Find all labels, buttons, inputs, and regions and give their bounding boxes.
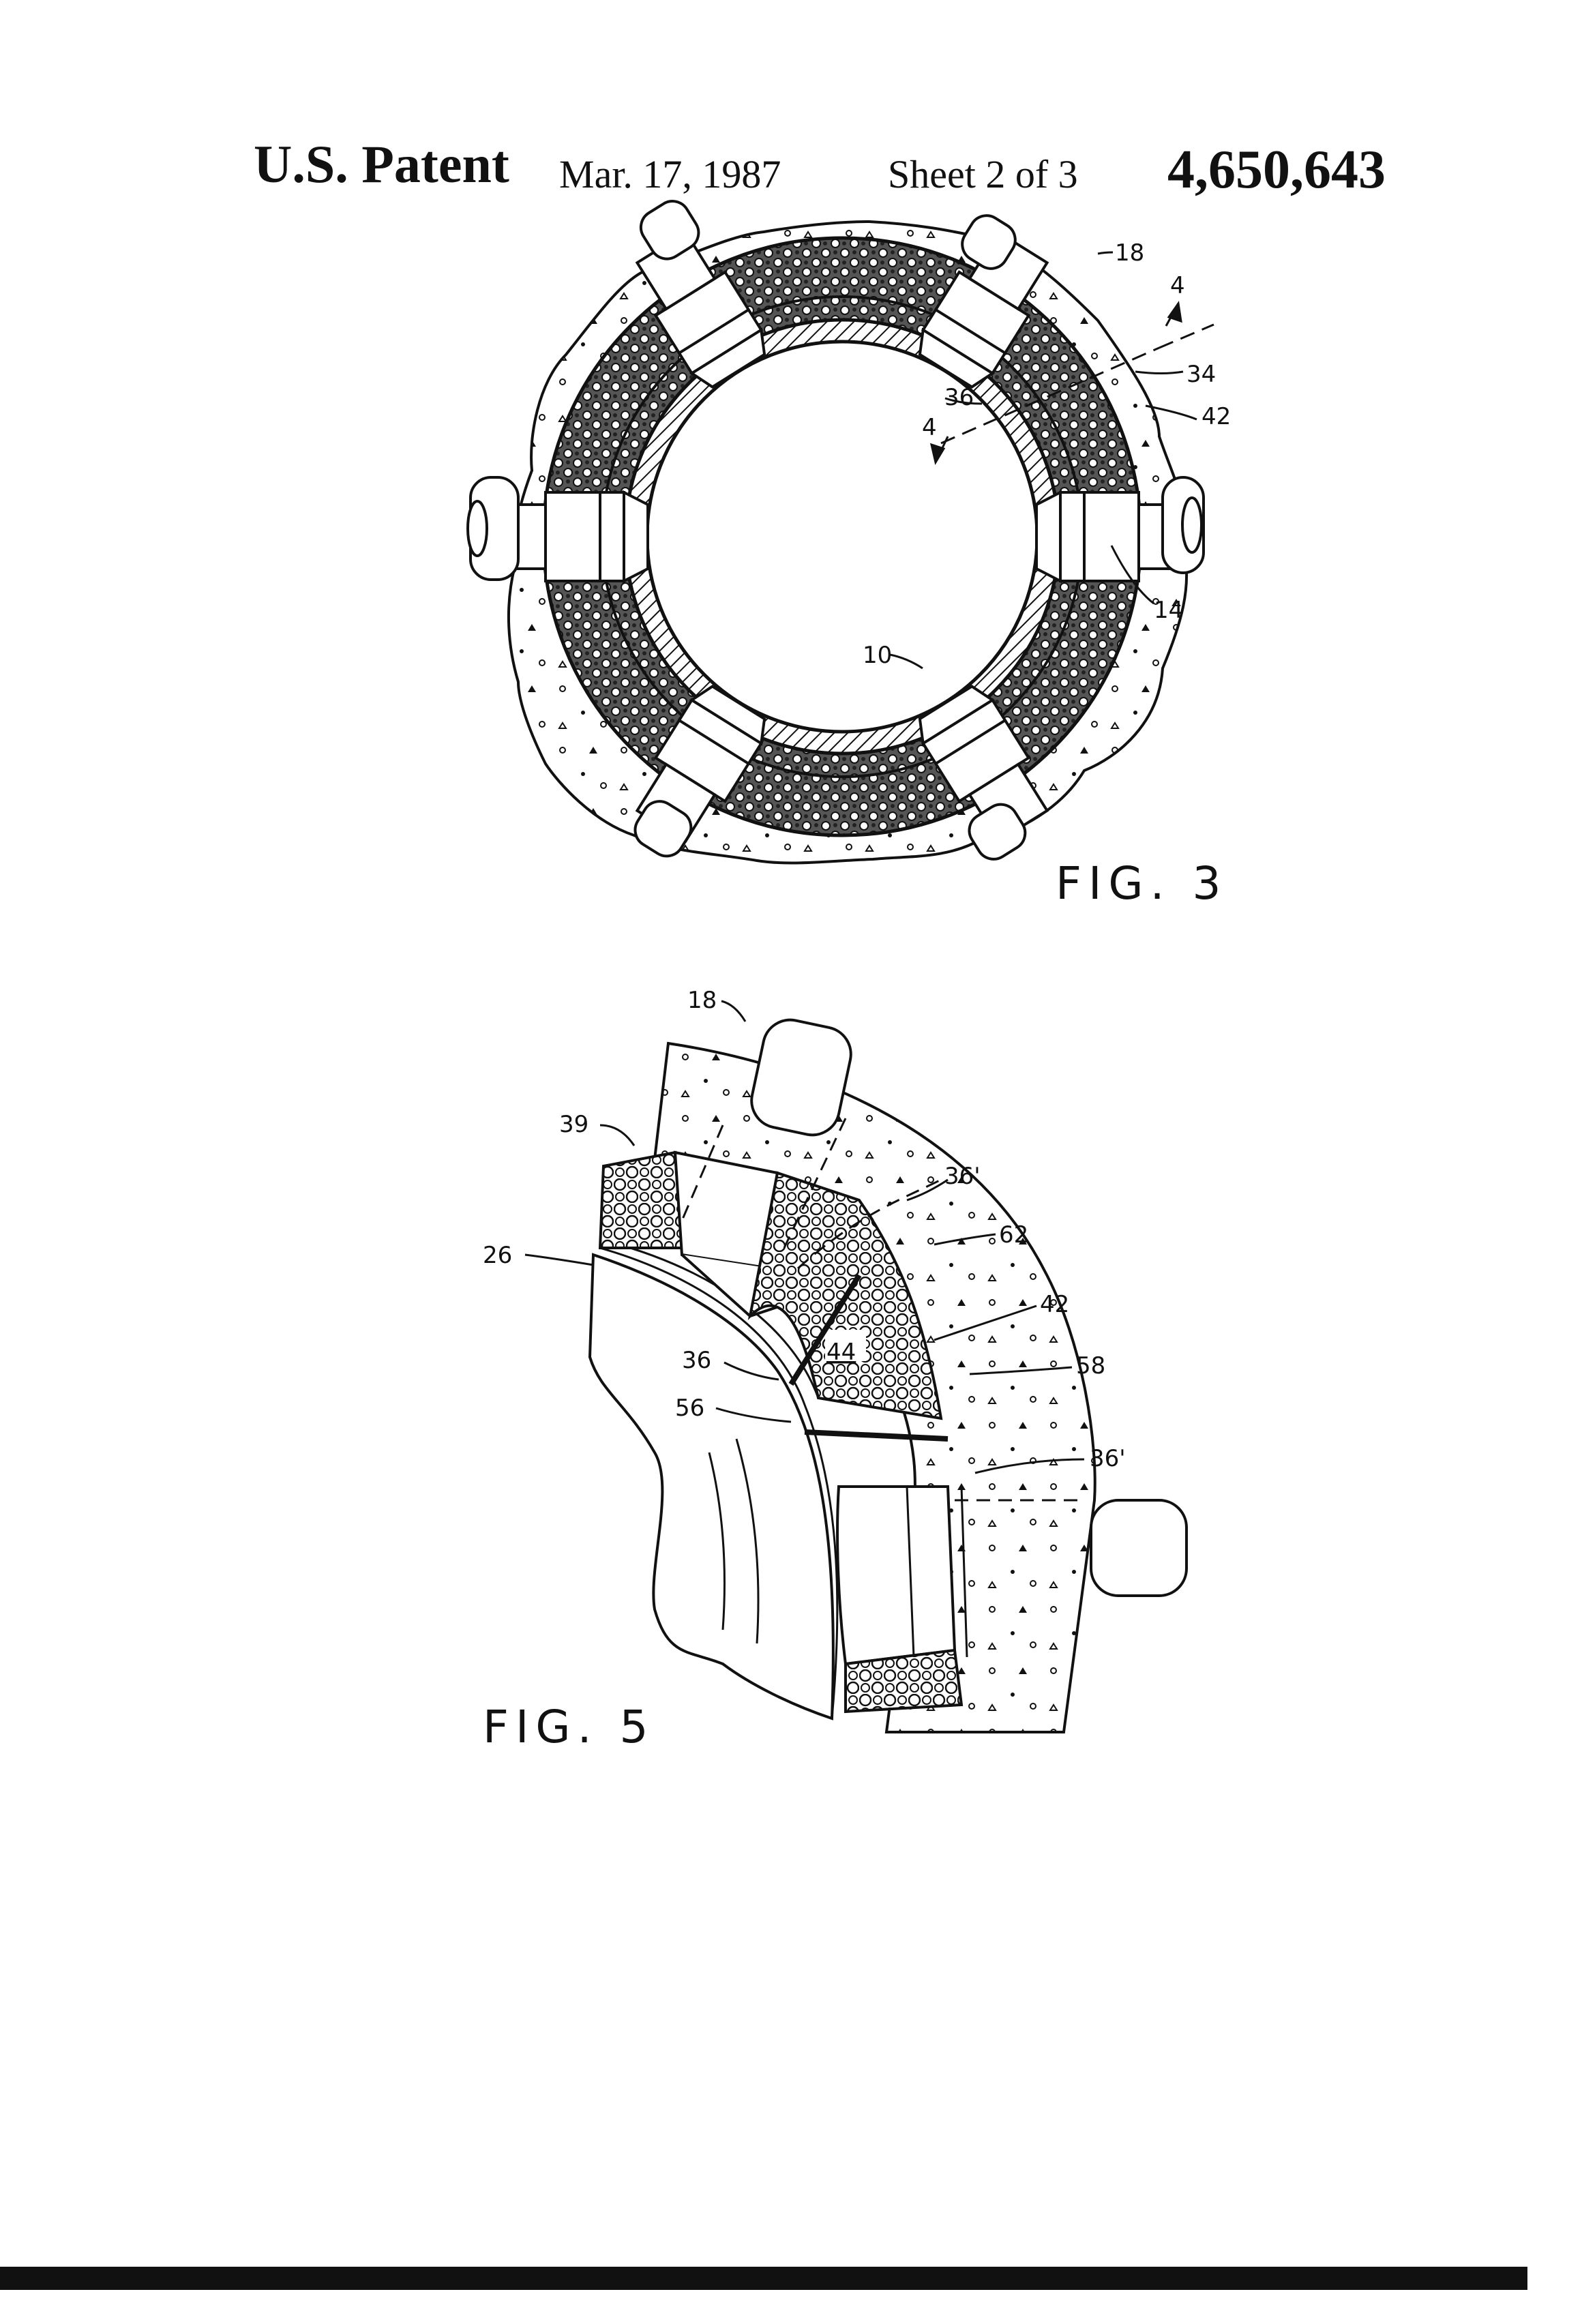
fig3-pipe-bore [647,342,1037,732]
fig5-label: 18 [687,987,717,1014]
fig5-drawing: 18 39 36' 62 26 42 44 36 58 56 36' FIG. … [483,987,1186,1753]
fig3-label: 4 [1170,272,1185,299]
fig5-label: 56 [675,1395,704,1422]
fig5-label: 36' [1090,1445,1126,1472]
fig3-label: 4 [922,414,937,441]
scan-bottom-edge [0,2267,1527,2290]
fig3-label: 18 [1115,239,1144,267]
fig5-label: 39 [559,1111,588,1138]
fig5-label: 58 [1076,1352,1105,1380]
fig3-label: 42 [1202,403,1231,430]
fig3-caption: FIG. 3 [1056,857,1228,910]
fig3-label: 34 [1186,361,1216,388]
fig3-label: 36 [944,384,974,411]
fig5-label: 62 [999,1221,1028,1249]
fig5-burner-block-lower [837,1487,955,1664]
fig3-label: 10 [863,642,892,669]
fig3-label: 14 [1154,597,1183,624]
fig5-label: 36' [944,1163,981,1190]
fig5-pipe-stub-right [1091,1500,1186,1596]
fig5-granular-upper [600,1152,682,1248]
fig5-label: 42 [1040,1291,1069,1318]
fig5-caption: FIG. 5 [483,1701,655,1753]
fig3-drawing: 18 4 34 36 42 4 14 10 FIG. 3 [468,195,1231,910]
fig5-label: 36 [682,1347,711,1374]
fig5-label: 44 [826,1339,856,1366]
fig5-label: 26 [483,1242,512,1269]
